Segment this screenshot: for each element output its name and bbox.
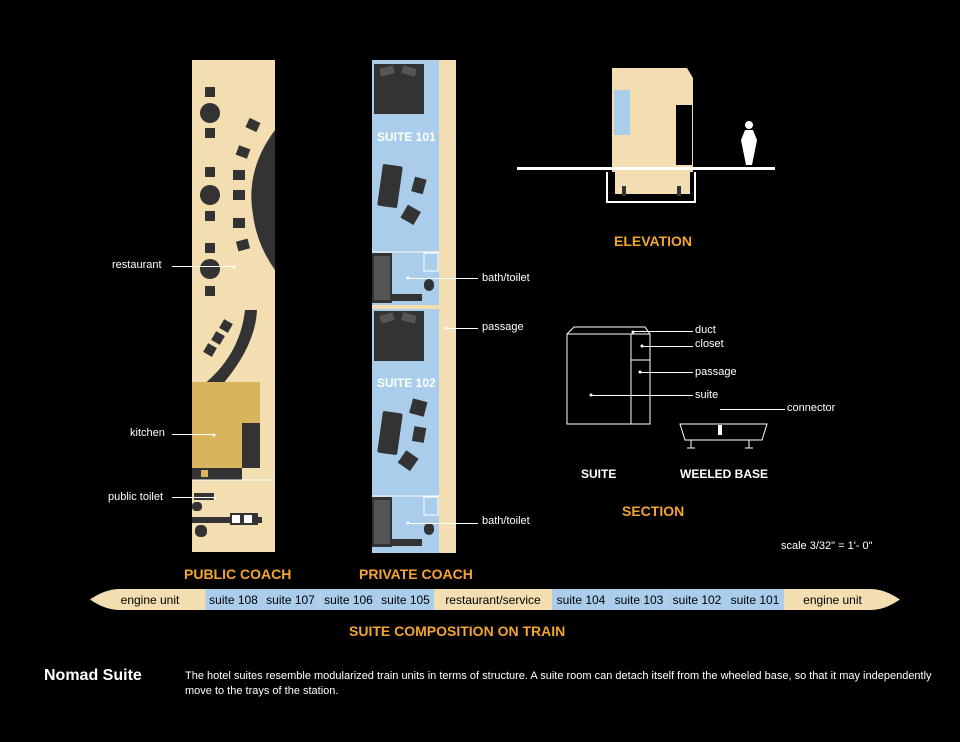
label-public-toilet: public toilet [108,491,164,503]
label-bath-a: bath/toilet [482,272,530,284]
section-base-caption: WEELED BASE [680,467,769,481]
private-coach-title: PRIVATE COACH [359,566,473,582]
label-closet: closet [695,338,724,350]
leader-passage-section [640,372,693,373]
label-connector: connector [787,402,836,414]
label-passage-section: passage [695,366,737,378]
leader-public-toilet [172,497,215,498]
leader-duct [633,331,693,332]
kitchen-area [192,382,260,468]
train-seg-suite-106: suite 106 [324,592,373,607]
suite-101-label: SUITE 101 [377,130,436,144]
dining-tables [200,87,261,357]
train-seg-suite-105: suite 105 [381,592,430,607]
train-seg-suite-104: suite 104 [556,592,606,607]
train-seg-engine-rear: engine unit [803,592,862,607]
leader-bath-a [408,278,478,279]
section-title: SECTION [622,503,685,519]
suite-102-label: SUITE 102 [377,376,436,390]
private-coach-plan [372,60,456,553]
leader-suite [591,395,693,396]
leader-passage [446,328,478,329]
public-coach-title: PUBLIC COACH [184,566,292,582]
train-seg-suite-101: suite 101 [730,592,780,607]
train-title: SUITE COMPOSITION ON TRAIN [349,623,566,639]
section-drawing [566,326,768,449]
label-kitchen: kitchen [130,427,165,439]
label-bath-b: bath/toilet [482,515,530,527]
train-seg-engine-front: engine unit [120,592,180,607]
person-icon [741,121,757,165]
leader-closet [642,346,693,347]
scale-note: scale 3/32" = 1'- 0" [781,540,873,552]
project-title: Nomad Suite [44,667,142,684]
label-duct: duct [695,324,716,336]
elevation-title: ELEVATION [614,233,693,249]
public-coach-plan [192,60,275,552]
leader-kitchen [172,434,214,435]
label-passage: passage [482,321,524,333]
leader-bath-b [408,523,478,524]
label-restaurant: restaurant [112,259,162,271]
train-seg-suite-102: suite 102 [672,592,722,607]
section-suite-caption: SUITE [581,467,617,481]
train-seg-restaurant: restaurant/service [445,592,541,607]
banquette [251,130,275,270]
banquette-lower [203,310,257,405]
project-description: The hotel suites resemble modularized tr… [185,670,932,697]
train-seg-suite-108: suite 108 [209,592,258,607]
leader-connector [720,409,785,410]
train-seg-suite-103: suite 103 [614,592,664,607]
elevation-drawing [517,68,775,203]
passage-strip [439,60,456,553]
label-suite: suite [695,389,719,401]
train-bar [90,589,900,610]
leader-restaurant [172,266,232,267]
train-seg-suite-107: suite 107 [266,592,315,607]
